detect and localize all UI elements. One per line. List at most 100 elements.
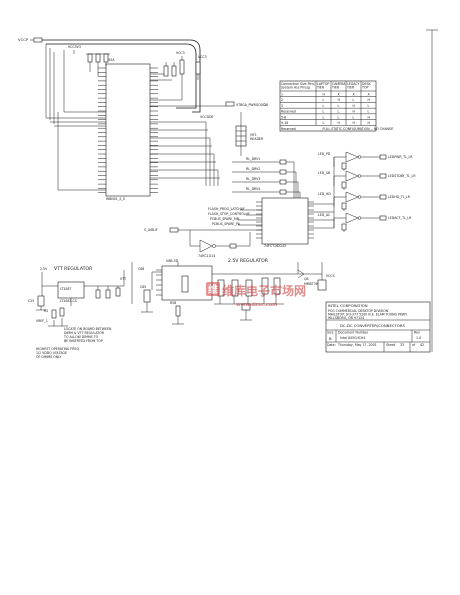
- table-cell: L: [338, 104, 340, 108]
- vtt-title: VTT REGULATOR: [54, 266, 93, 272]
- table-header-cell: System Ass Pins/g: [281, 85, 310, 89]
- table-header-cell: CAMERA: [332, 82, 346, 86]
- svg-text:LT1083-CS: LT1083-CS: [60, 299, 77, 303]
- svg-text:R2: R2: [44, 309, 48, 313]
- svg-text:RL_DRV1: RL_DRV1: [246, 157, 260, 161]
- svg-text:VTBGA_PWRGOOD: VTBGA_PWRGOOD: [236, 103, 266, 107]
- table-cell: H: [353, 104, 356, 108]
- led-output-label: LEDHD_TL_LR: [388, 195, 411, 199]
- table-cell: L: [323, 121, 325, 125]
- vtt-regulator: VTT REGULATOR 2.5V LT1587 LT1083-CS VTT …: [28, 262, 133, 359]
- switch-lines: RL_DRV1 RL_DRV2 RL_DRV3 RL_DRV4: [232, 157, 301, 200]
- tb-of-label: of: [412, 343, 416, 347]
- svg-text:U8B-5D: U8B-5D: [166, 259, 179, 263]
- tb-of: 42: [420, 343, 424, 347]
- table-header-cell: Connection Size Pins/: [281, 82, 316, 86]
- svg-text:FLASH_STOP_CONTROLHF: FLASH_STOP_CONTROLHF: [208, 212, 250, 216]
- table-cell: H: [368, 98, 371, 102]
- tb-date: Thursday, May 17, 2001: [337, 343, 377, 347]
- mux-ic: 74FCT162245 FLASH_PROG_LATCHAF FLASH_STO…: [208, 197, 334, 248]
- watermark-cn: 维库电子市场网: [222, 283, 306, 298]
- table-cell: X: [338, 93, 341, 97]
- table-cell: H: [338, 121, 341, 125]
- table-cell: Reserved: [281, 127, 296, 131]
- tb-rev-label: Rev: [414, 331, 420, 335]
- tb-company: INTEL CORPORATION: [328, 303, 368, 308]
- tb-size-label: Size: [327, 331, 334, 335]
- svg-text:VCC3V3: VCC3V3: [68, 45, 81, 49]
- led-output-label: LEDPWR_TL_LR: [388, 155, 413, 159]
- svg-text:C88: C88: [138, 267, 144, 271]
- led-input-label: LED_HD: [318, 192, 331, 196]
- led-drivers: LEDPWR_TL_LR LED_PD LEDSTDBY_TL_LR LED_SB LE…: [318, 151, 416, 232]
- lvbuf-label: S_LVBUF: [144, 228, 158, 232]
- watermark-url: www.dzsc.com: [236, 302, 277, 308]
- svg-text:J5F1: J5F1: [249, 133, 257, 137]
- table-cell: L: [353, 115, 355, 119]
- main-ic: U55A WBN01_S_S: [98, 58, 158, 201]
- svg-text:PCBUS_SPARE_PA: PCBUS_SPARE_PA: [212, 222, 241, 226]
- table-header-cell: TOP: [361, 85, 368, 89]
- watermark: 维 维库电子市场网 www.dzsc.com: [206, 282, 306, 308]
- inverter-part: 74HC1G14: [198, 254, 215, 258]
- svg-text:RL_DRV2: RL_DRV2: [246, 167, 260, 171]
- svg-text:Q8: Q8: [304, 277, 309, 281]
- table-cell: X: [368, 93, 371, 97]
- reg-25v: 2.5V REGULATOR U8B-5D Q8 MMBT3904 VCCS R…: [138, 258, 335, 325]
- table-header-cell: DESK: [362, 82, 371, 86]
- table-cell: L: [323, 104, 325, 108]
- svg-text:VCCDDE: VCCDDE: [200, 115, 214, 119]
- table-cell: Reserved: [281, 110, 296, 114]
- led-output-label: LEDSTDBY_TL_LR: [388, 174, 416, 178]
- top-components: VCC3V3: [68, 45, 110, 76]
- svg-text:C85: C85: [140, 285, 146, 289]
- tb-rev: 1.0: [416, 336, 421, 340]
- table-cell: L: [368, 110, 370, 114]
- table-cell: X: [353, 93, 356, 97]
- title-block: INTEL CORPORATION PCG COMMERCIAL DESKTOP…: [325, 301, 431, 353]
- led-input-label: LED_AC: [318, 213, 331, 217]
- u55a-right-passives: VCC3 VCC3: [150, 51, 207, 101]
- table-cell: 5-8: [281, 115, 286, 119]
- mux-part: 74FCT162245: [264, 244, 286, 248]
- table-cell: H: [353, 121, 356, 125]
- svg-text:HEADER: HEADER: [250, 137, 264, 141]
- main-ic-part: WBN01_S_S: [106, 197, 125, 201]
- sheet-border: [426, 29, 438, 352]
- tb-addr-3: HILLSBORO, OR 97124: [328, 316, 364, 320]
- svg-text:R58: R58: [170, 301, 176, 305]
- table-header-cell: TIER: [346, 85, 355, 89]
- vtt-note-1: LOCATE ON BOARD BETWEEN DIMM & VTT REGUL…: [63, 327, 112, 343]
- svg-text:C25: C25: [28, 299, 34, 303]
- svg-text:28: 28: [264, 103, 268, 107]
- tb-title: DC-DC CONVERTER/CONNECTORS: [340, 323, 406, 328]
- led-input-label: LED_SB: [318, 171, 330, 175]
- table-cell: H: [338, 98, 341, 102]
- vccp-label: VCCP: [18, 37, 29, 42]
- svg-text:MMBT3904: MMBT3904: [304, 282, 322, 286]
- tb-date-label: Date:: [327, 343, 336, 347]
- tb-docnum-label: Document Number: [338, 331, 369, 335]
- svg-text:LT1587: LT1587: [60, 287, 71, 291]
- table-cell: 1: [281, 93, 283, 97]
- tb-sheet: 33: [400, 343, 404, 347]
- tb-size: B: [329, 336, 332, 341]
- table-cell: L: [338, 115, 340, 119]
- vtt-note-2: HIGHEST OPERATING FREQ 1/2 VDDQ VOLTAGE …: [36, 347, 80, 359]
- vccp-rail: VCCP: [18, 37, 201, 113]
- tb-docnum: Intel 845G/ICH4: [340, 336, 365, 340]
- svg-text:RL_DRV3: RL_DRV3: [246, 177, 260, 181]
- svg-text:VCC3: VCC3: [176, 51, 185, 55]
- svg-text:PCBUS_SPARE_MB: PCBUS_SPARE_MB: [210, 217, 239, 221]
- table-cell: L: [353, 98, 355, 102]
- table-cell: L: [338, 110, 340, 114]
- svg-text:RL_DRV4: RL_DRV4: [246, 187, 260, 191]
- tb-addr-1: PCG COMMERCIAL DESKTOP DIVISION: [328, 309, 389, 313]
- led-input-label: LED_PD: [318, 152, 331, 156]
- table-cell: L: [323, 110, 325, 114]
- tb-sheet-label: Sheet: [386, 343, 396, 347]
- table-cell: H: [323, 93, 326, 97]
- table-cell: 3: [281, 104, 283, 108]
- led-output-label: LEDACT_TL_LR: [388, 216, 412, 220]
- table-cell: H: [368, 121, 371, 125]
